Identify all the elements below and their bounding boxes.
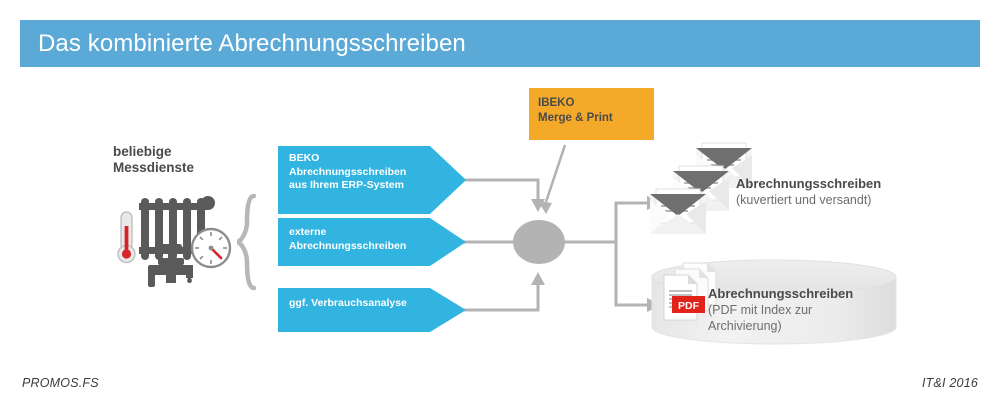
ibeko-callout-line2: Merge & Print	[538, 111, 613, 124]
ibeko-callout-line1: IBEKO	[538, 97, 575, 109]
footer-brand: PROMOS.FS	[22, 376, 99, 390]
measurement-services-line2: Messdienste	[113, 160, 195, 175]
consumption-analysis-input-label: ggf. Verbrauchsanalyse	[289, 297, 407, 311]
footer-credit: IT&I 2016	[922, 376, 978, 390]
external-input-line2: Abrechnungsschreiben	[289, 239, 407, 252]
measurement-services-line1: beliebige	[113, 144, 172, 159]
archived-pdf-output-subtitle-line1: (PDF mit Index zur	[708, 303, 813, 317]
flow-connectors	[464, 144, 650, 312]
external-input-line1: externe	[289, 226, 327, 238]
input-arrow-shapes	[278, 146, 466, 332]
consumption-analysis-input-arrow[interactable]	[278, 288, 466, 332]
consumption-analysis-input-line1: ggf. Verbrauchsanalyse	[289, 297, 407, 309]
beko-input-label: BEKO Abrechnungsschreiben aus Ihrem ERP-…	[289, 152, 406, 193]
envelope-stack-icon	[650, 142, 752, 234]
slide-title-bar: Das kombinierte Abrechnungsschreiben	[20, 20, 980, 67]
beko-input-arrow[interactable]	[278, 146, 466, 214]
measurement-services-label: beliebige Messdienste	[113, 144, 194, 176]
faucet-icon	[148, 244, 193, 287]
archived-pdf-output-title: Abrechnungsschreiben	[708, 286, 854, 301]
beko-input-line3: aus Ihrem ERP-System	[289, 179, 404, 191]
thermometer-icon	[117, 211, 136, 264]
archived-pdf-output-label: Abrechnungsschreiben (PDF mit Index zur …	[708, 286, 853, 334]
pdf-badge-label: PDF	[678, 300, 700, 312]
mailed-letters-output-label: Abrechnungsschreiben (kuvertiert und ver…	[736, 176, 881, 208]
pdf-badge	[672, 296, 705, 313]
curly-brace	[236, 193, 257, 291]
gauge-meter-icon	[190, 227, 232, 269]
merge-node[interactable]	[513, 220, 565, 264]
beko-input-line1: BEKO	[289, 152, 320, 164]
mailed-letters-output-title: Abrechnungsschreiben	[736, 176, 882, 191]
external-input-arrow[interactable]	[278, 218, 466, 266]
measurement-devices-icons	[117, 193, 257, 291]
beko-input-line2: Abrechnungsschreiben	[289, 165, 407, 178]
page-title: Das kombinierte Abrechnungsschreiben	[38, 29, 466, 57]
mailed-letters-output-subtitle: (kuvertiert und versandt)	[736, 193, 872, 207]
archived-pdf-output-subtitle-line2: Archivierung)	[708, 319, 782, 333]
ibeko-callout-box[interactable]	[529, 88, 654, 140]
external-input-label: externe Abrechnungsschreiben	[289, 226, 406, 253]
ibeko-callout-label: IBEKO Merge & Print	[538, 96, 613, 125]
